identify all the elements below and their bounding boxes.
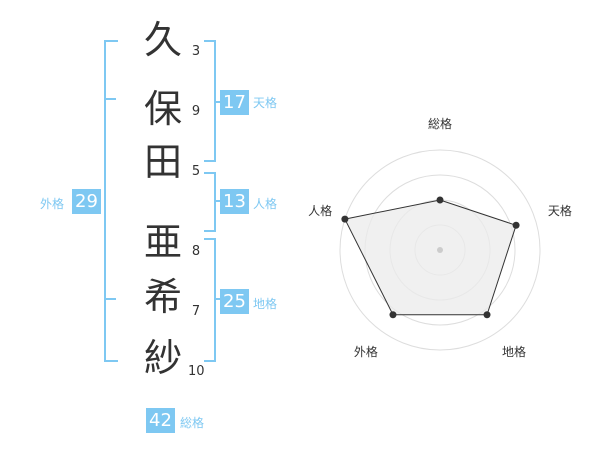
tenkaku-label: 天格	[253, 96, 278, 110]
stroke-count-2: 9	[191, 104, 201, 119]
radar-axis-label: 地格	[502, 344, 526, 359]
name-char-4: 亜	[143, 220, 182, 264]
gaikaku-bracket-tick	[104, 98, 116, 100]
radar-area	[344, 199, 517, 316]
soukaku-label: 総格	[180, 416, 205, 430]
stroke-count-4: 8	[191, 244, 201, 259]
jinkaku-bracket-tick	[214, 200, 220, 202]
radar-point	[341, 215, 349, 223]
soukaku-value: 42	[146, 408, 175, 433]
radar-axis-label: 総格	[428, 116, 452, 131]
jinkaku-label: 人格	[253, 197, 278, 211]
name-char-2: 保	[143, 87, 182, 131]
gaikaku-label: 外格	[40, 197, 65, 211]
name-char-5: 希	[143, 275, 182, 319]
radar-axis-label: 人格	[308, 203, 332, 218]
name-char-6: 紗	[143, 336, 182, 380]
stroke-count-6: 10	[188, 364, 205, 379]
radar-point	[436, 196, 444, 204]
chikaku-bracket	[204, 238, 216, 362]
radar-center-dot	[437, 247, 443, 253]
radar-point	[483, 311, 491, 319]
tenkaku-bracket-tick	[214, 101, 220, 103]
stroke-count-1: 3	[191, 44, 201, 59]
radar-point	[512, 221, 520, 229]
gaikaku-value: 29	[72, 189, 101, 214]
name-char-1: 久	[143, 18, 182, 62]
chikaku-label: 地格	[253, 297, 278, 311]
stroke-count-5: 7	[191, 304, 201, 319]
radar-axis-label: 外格	[354, 344, 378, 359]
radar-axis-label: 天格	[548, 203, 572, 218]
stroke-count-3: 5	[191, 164, 201, 179]
name-char-3: 田	[143, 140, 182, 184]
gaikaku-bracket-tick	[104, 298, 116, 300]
radar-point	[389, 311, 397, 319]
jinkaku-value: 13	[220, 189, 249, 214]
gaikaku-bracket	[104, 40, 118, 362]
tenkaku-value: 17	[220, 90, 249, 115]
chikaku-bracket-tick	[214, 298, 220, 300]
jinkaku-bracket	[204, 172, 216, 232]
radar-ring	[339, 149, 541, 351]
chikaku-value: 25	[220, 289, 249, 314]
